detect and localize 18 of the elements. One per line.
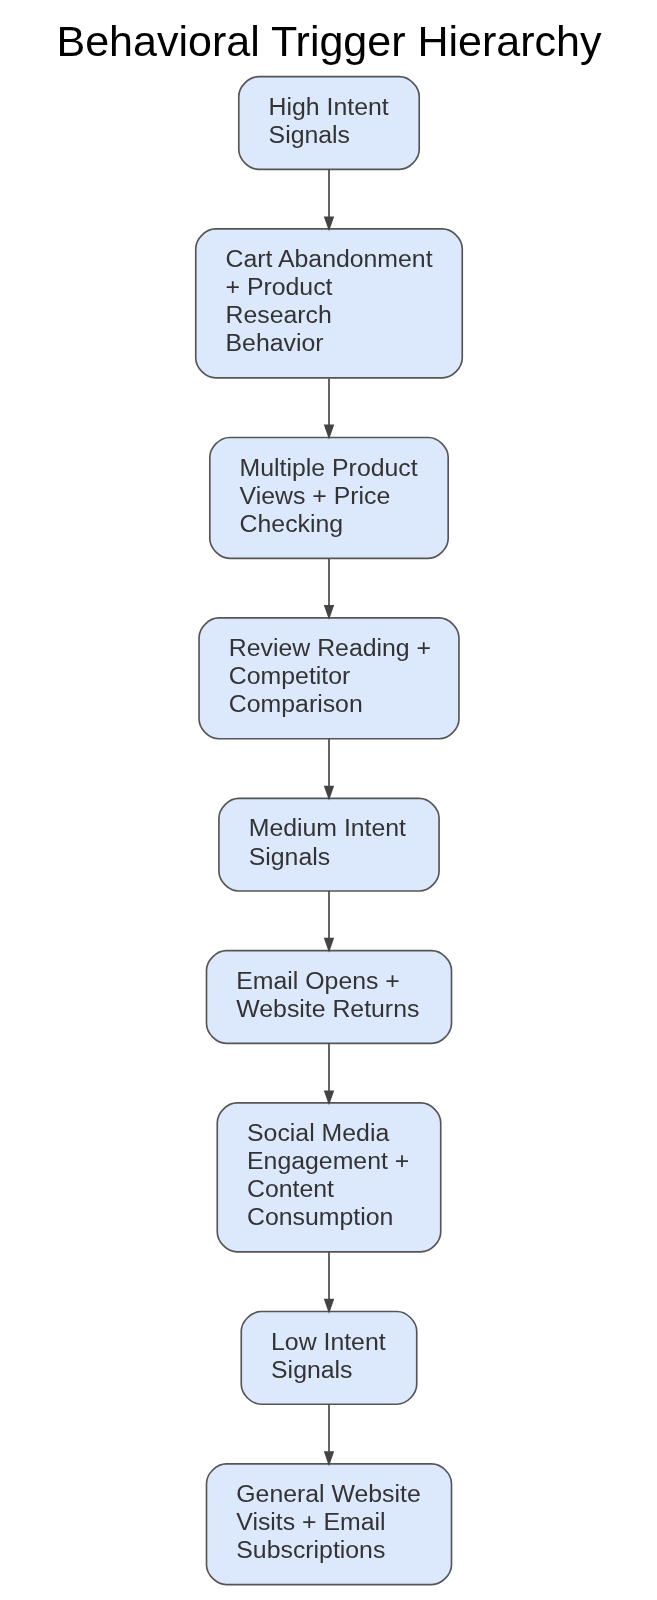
arrow [323, 377, 334, 440]
node-box: High Intent Signals [237, 75, 420, 171]
arrow [323, 168, 334, 232]
node-box: Medium Intent Signals [217, 797, 440, 892]
arrow [323, 557, 334, 620]
node-box: Email Opens + Website Returns [205, 949, 452, 1045]
node-box: Social Media Engagement + Content Consumption [215, 1102, 442, 1253]
arrow [323, 890, 334, 953]
node-box: Low Intent Signals [239, 1310, 418, 1406]
arrow [323, 738, 334, 801]
node-box: General Website Visits + Email Subscriptions [205, 1462, 452, 1586]
diagram-title: Behavioral Trigger Hierarchy [55, 17, 602, 66]
node-box: Review Reading + Competitor Comparison [197, 617, 460, 740]
node-box: Multiple Product Views + Price Checking [208, 436, 449, 560]
arrow [323, 1251, 334, 1314]
node-box: Cart Abandonment + Product Research Behavior [194, 228, 463, 379]
arrow [323, 1042, 334, 1106]
arrow [323, 1403, 334, 1467]
